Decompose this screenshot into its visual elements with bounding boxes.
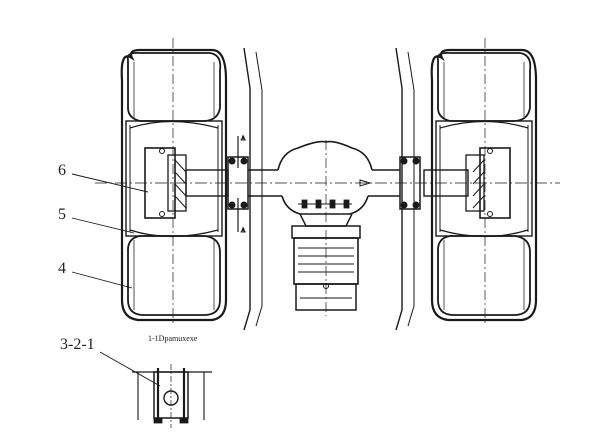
right-tire-upper-bead [436,51,532,122]
callouts [71,173,149,289]
left-hub-rib-4 [174,195,187,209]
right-spindle [423,169,469,197]
right-wheel [430,38,538,325]
left-hub-rib-3 [174,183,187,197]
right-hub-bolt-1 [487,148,493,154]
left-rim-upper-curve [129,120,219,129]
leader-5 [71,217,135,234]
section-mark-top: A [241,136,246,142]
left-seat-bolt-2 [240,157,248,165]
left-wheel [120,38,228,325]
section-caption: 1-1Dpamuxexe [148,334,198,343]
callout-5: 5 [58,206,66,223]
right-hub-rib-4 [472,195,485,209]
left-tire-lower-bead [127,235,221,316]
right-rim-lower-curve [439,229,529,238]
left-tire-shade [133,62,215,310]
callout-4: 4 [58,260,66,277]
left-tire-upper-bead [126,51,222,122]
left-seat-bolt-3 [228,201,236,209]
left-hub-bolt-1 [159,148,165,154]
left-frame-rail-inner [255,51,263,327]
right-hub-rib-3 [472,183,485,197]
right-tire-outline [430,48,538,322]
diff-bolt-1 [301,199,308,209]
left-hub-rib-2 [174,171,187,185]
right-spring-seat [399,156,421,210]
right-hub-rib-1 [472,159,485,173]
right-rim-upper-curve [439,120,529,129]
right-tire-lower-bead [437,235,531,316]
right-hub-rib-2 [472,171,485,185]
axle-center-arrow [359,179,372,187]
leader-6 [71,173,149,193]
leader-4 [71,271,133,289]
callout-6: 6 [58,162,66,179]
differential-housing [277,140,373,171]
right-frame-rail [395,47,403,331]
left-frame-rail [243,47,251,331]
detail-label: 3-2-1 [60,336,95,353]
left-rim-lower-curve [129,229,219,238]
detail-leader [99,351,161,387]
detail-nut-left [153,417,163,424]
left-hub-bolt-2 [159,211,165,217]
differential-lower [281,195,369,215]
diff-bolt-4 [343,199,350,209]
right-tire-shade [443,62,525,310]
detail-view [132,364,212,428]
drive-unit [291,140,361,316]
left-seat-bolt-4 [240,201,248,209]
right-frame-rail-inner [407,51,415,327]
right-hub-bolt-2 [487,211,493,217]
axle-housing [95,140,560,215]
left-seat-bolt-1 [228,157,236,165]
diff-bolt-3 [329,199,336,209]
detail-nut-right [179,417,189,424]
left-hub-rib-1 [174,159,187,173]
frame-rails [243,47,415,331]
diff-bolt-2 [315,199,322,209]
section-marks: A A [237,136,247,235]
left-tire-outline [120,48,228,322]
section-mark-bottom: A [241,228,246,234]
